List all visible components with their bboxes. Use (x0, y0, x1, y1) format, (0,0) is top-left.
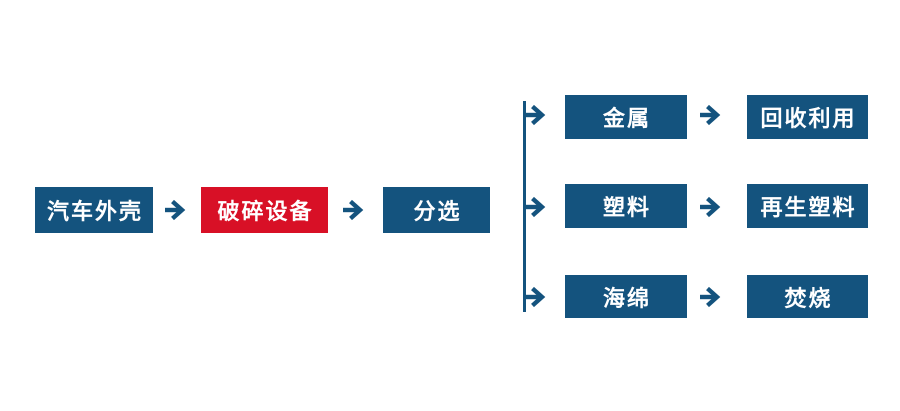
node-sorting: 分选 (383, 187, 490, 233)
node-plastic: 塑料 (565, 184, 687, 228)
arrow-right-icon (343, 199, 364, 221)
arrow-right-icon (700, 286, 721, 308)
node-recycling: 回收利用 (747, 95, 868, 139)
arrow-right-icon (700, 196, 721, 218)
node-incineration: 焚烧 (747, 275, 868, 318)
node-metal: 金属 (565, 95, 687, 139)
arrow-right-icon (165, 199, 186, 221)
node-recycled-plastic: 再生塑料 (747, 184, 868, 228)
node-sponge: 海绵 (565, 275, 687, 318)
branch-line (523, 101, 526, 312)
arrow-right-icon (525, 196, 546, 218)
arrow-right-icon (700, 104, 721, 126)
arrow-right-icon (525, 286, 546, 308)
arrow-right-icon (525, 104, 546, 126)
node-car-shell: 汽车外壳 (35, 187, 153, 233)
node-crushing-equipment: 破碎设备 (201, 187, 328, 233)
